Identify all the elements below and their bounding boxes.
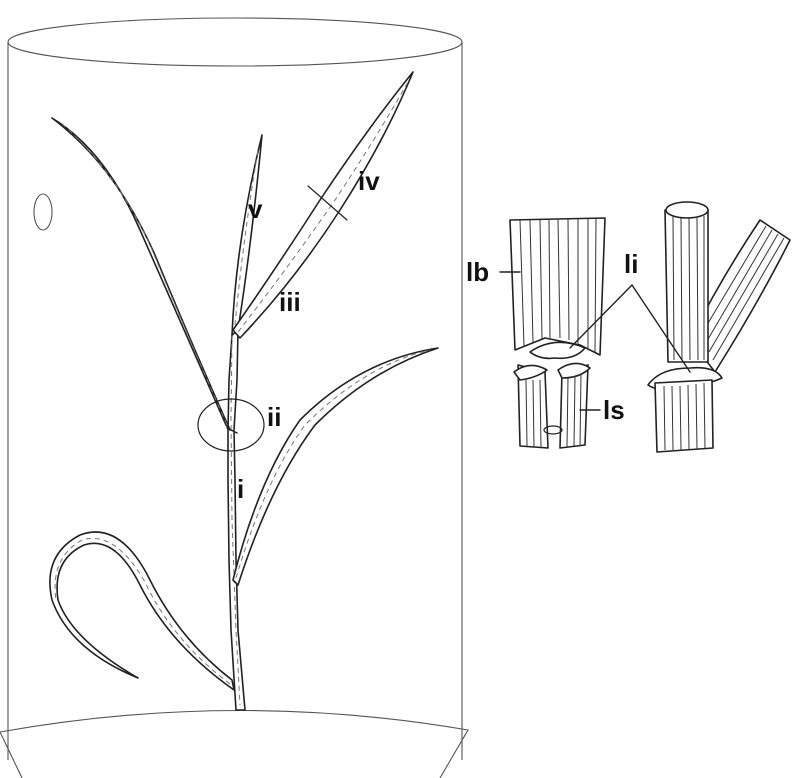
detail-b-rolled-blade <box>665 210 708 362</box>
detail-a-ligule <box>530 342 585 358</box>
label-internode-i: i <box>237 474 244 504</box>
node-detail-opened <box>510 218 605 448</box>
label-leaf-blade: lb <box>466 257 489 287</box>
detail-a-blade <box>510 218 605 355</box>
node-detail-intact <box>648 202 790 452</box>
label-leaf-iv: iv <box>358 166 380 196</box>
small-oval-mark <box>34 194 52 230</box>
leaf-lower-left <box>50 532 234 690</box>
label-leaf-iii: iii <box>279 287 301 317</box>
label-node-ii: ii <box>267 402 281 432</box>
cylinder-top-rim <box>8 18 462 66</box>
plant <box>50 72 438 710</box>
cylinder-base <box>0 710 468 778</box>
main-stem <box>228 330 245 710</box>
detail-b-rolled-tip <box>666 202 708 218</box>
label-leaf-v: v <box>248 194 263 224</box>
label-leaf-sheath: ls <box>603 395 625 425</box>
label-ligule: li <box>624 249 638 279</box>
leaf-upper-left <box>52 118 230 430</box>
leaf-right-lower <box>233 348 438 585</box>
